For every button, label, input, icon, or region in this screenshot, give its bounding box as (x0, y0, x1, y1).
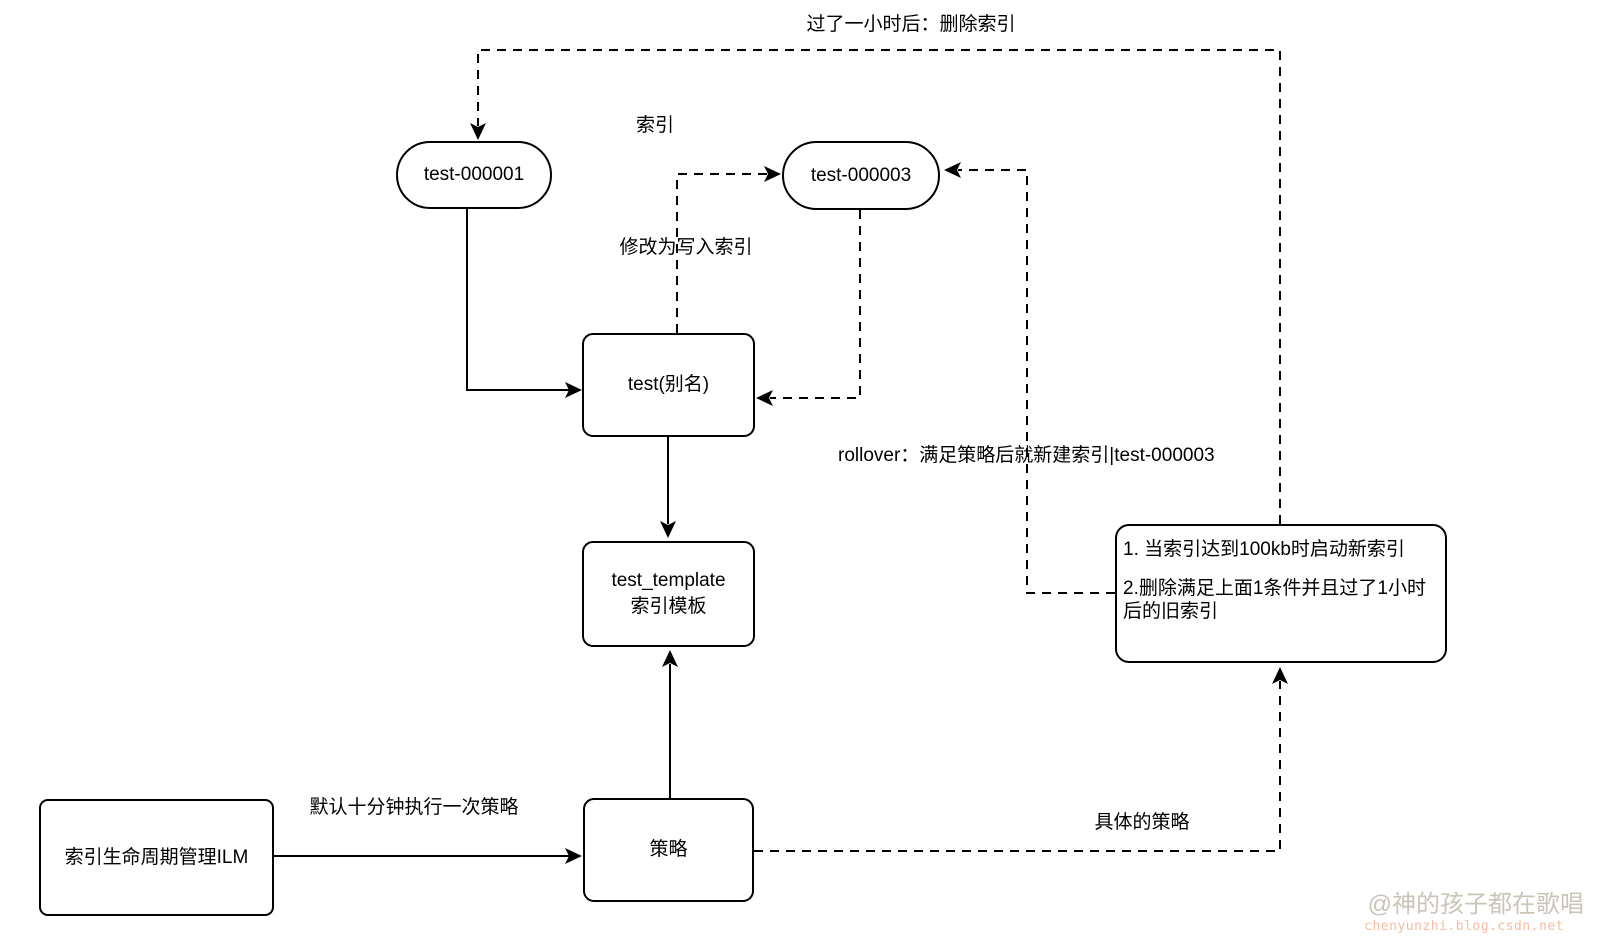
edge-index1-to-alias-line (466, 209, 569, 391)
policy-detail-rule-2: 2.删除满足上面1条件并且过了1小时后的旧索引 (1123, 578, 1426, 622)
edge-label-change-to-write-index: 修改为写入索引 (619, 237, 753, 258)
edge-detail-to-index1-line (477, 49, 1281, 524)
node-ilm-label: 索引生命周期管理ILM (64, 846, 249, 868)
node-ilm: 索引生命周期管理ILM (39, 799, 274, 916)
watermark-author: @神的孩子都在歌唱 (1367, 891, 1584, 918)
edge-index3-to-alias-line (770, 210, 861, 399)
edge-policy-to-template-arrowhead (662, 650, 678, 667)
edge-label-rollover: rollover：满足策略后就新建索引|test-000003 (838, 445, 1215, 466)
edge-index1-to-alias-arrowhead (565, 382, 582, 398)
edge-detail-to-index3-arrowhead (944, 162, 961, 178)
node-test-000003-label: test-000003 (810, 164, 912, 186)
node-test-000001-label: test-000001 (423, 164, 525, 185)
edge-policy-to-detail-arrowhead (1272, 667, 1288, 684)
node-test-000003: test-000003 (782, 141, 940, 210)
node-test-alias-label: test(别名) (627, 374, 710, 395)
node-policy: 策略 (583, 798, 754, 902)
node-test-alias: test(别名) (582, 333, 755, 437)
watermark-site-url: chenyunzhi.blog.csdn.net (1364, 919, 1564, 934)
edge-policy-to-detail-line (754, 681, 1281, 852)
edge-alias-to-template-arrowhead (660, 521, 676, 538)
edge-index3-to-alias-arrowhead (756, 390, 773, 406)
node-policy-label: 策略 (649, 839, 688, 860)
node-test-template: test_template 索引模板 (582, 541, 755, 647)
node-test-template-subtitle: 索引模板 (630, 596, 707, 617)
policy-detail-rule-1: 1. 当索引达到100kb时启动新索引 (1123, 539, 1405, 560)
edge-alias-to-index3-line (676, 173, 768, 333)
edge-alias-to-index3-arrowhead (764, 166, 781, 182)
edge-ilm-to-policy-arrowhead (565, 848, 582, 864)
edge-detail-to-index3-line (958, 169, 1115, 594)
edge-label-index: 索引 (636, 115, 675, 136)
node-test-template-name: test_template (611, 570, 726, 591)
edge-detail-to-index1-arrowhead (470, 123, 486, 140)
edge-label-delete-after-hour: 过了一小时后：删除索引 (806, 14, 1016, 35)
node-policy-detail: 1. 当索引达到100kb时启动新索引 2.删除满足上面1条件并且过了1小时后的… (1115, 524, 1447, 663)
node-test-000001: test-000001 (396, 141, 552, 209)
edge-label-specific-policy: 具体的策略 (1094, 812, 1190, 833)
edge-label-default-schedule: 默认十分钟执行一次策略 (309, 797, 519, 818)
